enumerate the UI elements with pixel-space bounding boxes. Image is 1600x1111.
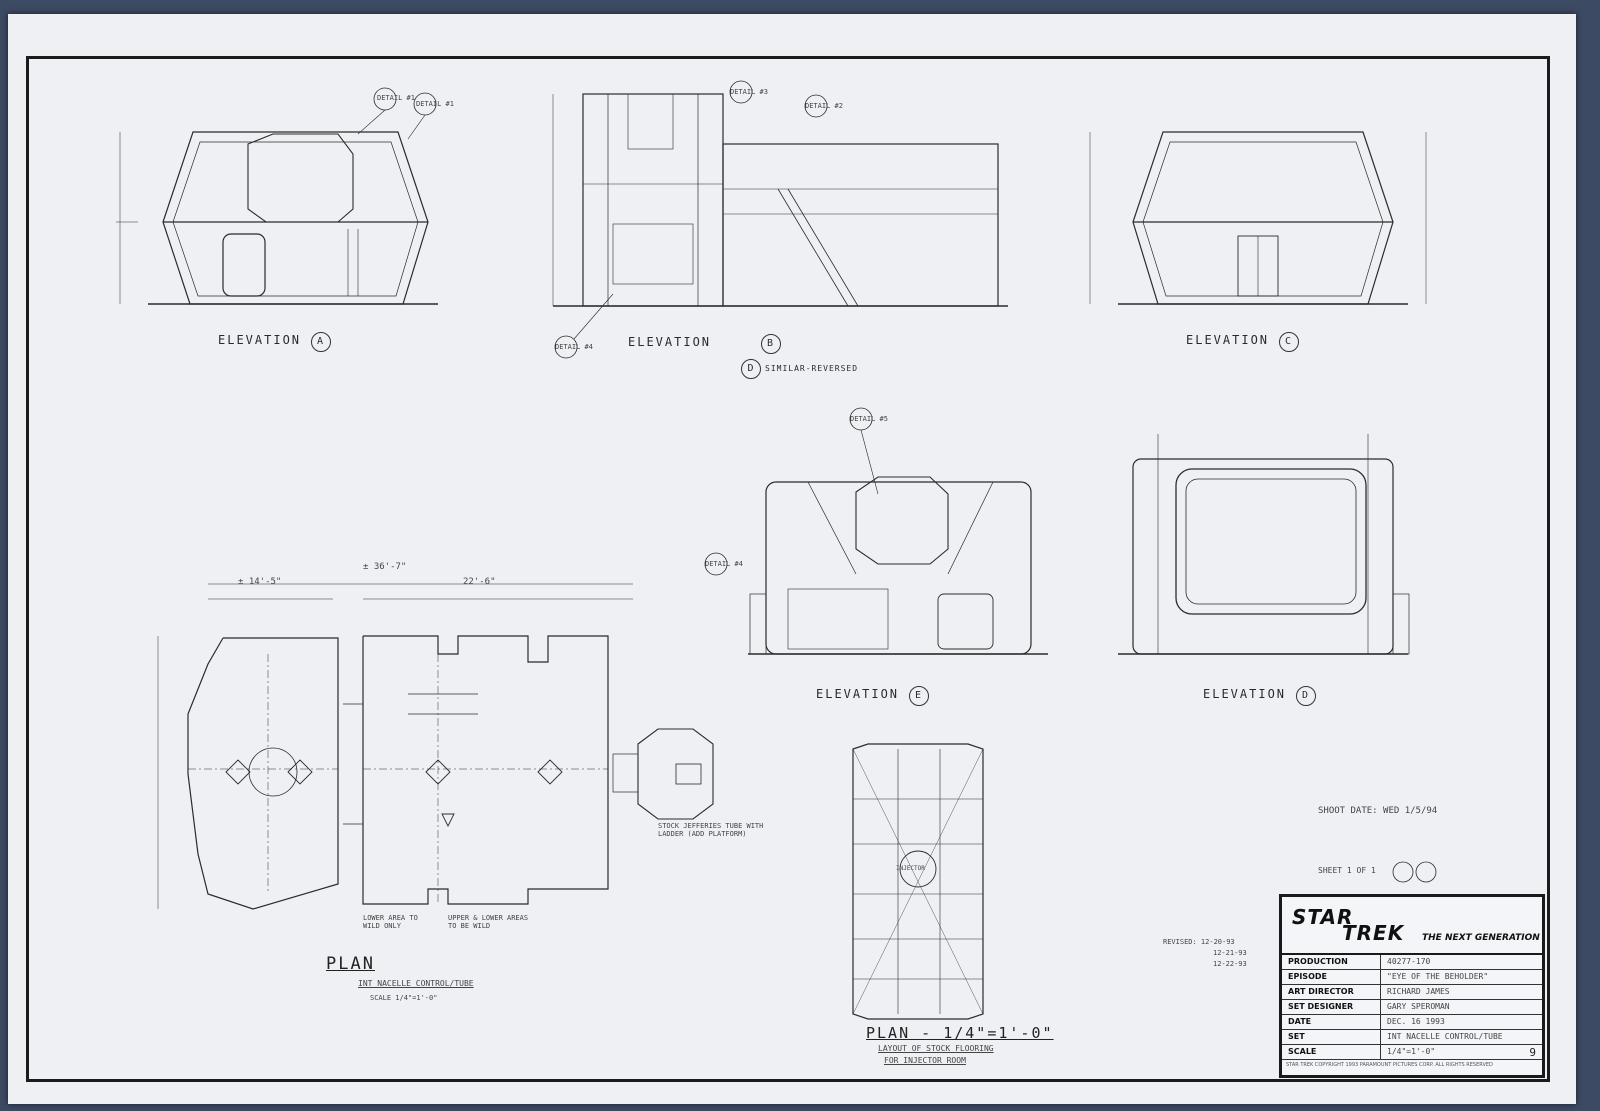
plan-overall-dimension: ± 36'-7" xyxy=(363,562,407,572)
plan-right-dimension: 22'-6" xyxy=(463,577,496,587)
elevation-c-drawing xyxy=(1089,131,1427,305)
logo-trek: TREK xyxy=(1342,921,1405,945)
detail-2-bubble: DETAIL #2 xyxy=(805,102,843,110)
elevation-a-drawing xyxy=(116,87,438,305)
shoot-date: SHOOT DATE: WED 1/5/94 xyxy=(1318,806,1438,816)
lower-area-note: LOWER AREA TO WILD ONLY xyxy=(363,914,418,930)
sheet-number: 9 xyxy=(1529,1046,1536,1059)
elevation-c-marker: C xyxy=(1279,332,1300,352)
injector-plan-title: PLAN - 1/4"=1'-0" xyxy=(866,1024,1054,1042)
revision-list: REVISED: 12-20-93 12-21-93 12-22-93 xyxy=(1163,938,1247,968)
plan-left-dimension: ± 14'-5" xyxy=(238,577,282,587)
detail-3-bubble: DETAIL #3 xyxy=(730,88,768,96)
elevation-b-drawing xyxy=(552,80,1008,359)
upper-lower-area-note: UPPER & LOWER AREAS TO BE WILD xyxy=(448,914,529,930)
main-plan-subtitle: INT NACELLE CONTROL/TUBE xyxy=(358,979,474,988)
elevation-a-marker: A xyxy=(311,332,332,352)
detail-4-bubble: DETAIL #4 xyxy=(555,343,593,351)
detail-4b-bubble: DETAIL #4 xyxy=(705,560,743,568)
sheet-line: SHEET 1 OF 1 xyxy=(1318,866,1376,875)
star-trek-logo: STAR TREK THE NEXT GENERATION xyxy=(1282,897,1542,955)
jefferies-tube-note: STOCK JEFFERIES TUBE WITH LADDER (ADD PL… xyxy=(658,822,764,838)
title-block: STAR TREK THE NEXT GENERATION PRODUCTION… xyxy=(1279,894,1545,1078)
elevation-e-drawing xyxy=(704,407,1048,655)
main-plan-drawing xyxy=(157,583,714,910)
injector-plan-subtitle: LAYOUT OF STOCK FLOORING xyxy=(878,1044,994,1053)
elevation-d-drawing xyxy=(1118,434,1410,655)
revision-2: 12-21-93 xyxy=(1213,949,1247,957)
detail-5-bubble: DETAIL #5 xyxy=(850,415,888,423)
revision-1: REVISED: 12-20-93 xyxy=(1163,938,1235,946)
tb-row-episode: EPISODE"EYE OF THE BEHOLDER" xyxy=(1282,970,1542,985)
injector-plan-drawing xyxy=(852,743,984,1020)
elevation-b-marker: B xyxy=(761,334,782,354)
elevation-d-marker: D xyxy=(1296,686,1317,706)
elevation-d-ref-marker: D xyxy=(741,359,761,379)
injector-plan-subtitle-2: FOR INJECTOR ROOM xyxy=(884,1056,966,1065)
revision-3: 12-22-93 xyxy=(1213,960,1247,968)
blueprint-drawings xyxy=(116,80,1437,1020)
logo-next-generation: THE NEXT GENERATION xyxy=(1422,933,1540,943)
detail-1-bubble: DETAIL #1 xyxy=(377,94,415,102)
main-plan-scale: SCALE 1/4"=1'-0" xyxy=(370,994,438,1002)
detail-1b-bubble: DETAIL #1 xyxy=(416,100,454,108)
copyright-line: STAR TREK COPYRIGHT 1993 PARAMOUNT PICTU… xyxy=(1286,1062,1493,1068)
injector-label: INJECTOR xyxy=(896,865,925,872)
drawing-border xyxy=(26,56,1550,1082)
elevation-e-marker: E xyxy=(909,686,930,706)
main-plan-title: PLAN xyxy=(326,954,375,974)
blueprint-sheet: DETAIL #1 DETAIL #1 DETAIL #3 DETAIL #2 … xyxy=(8,14,1576,1104)
logo-star: STAR xyxy=(1292,905,1354,929)
